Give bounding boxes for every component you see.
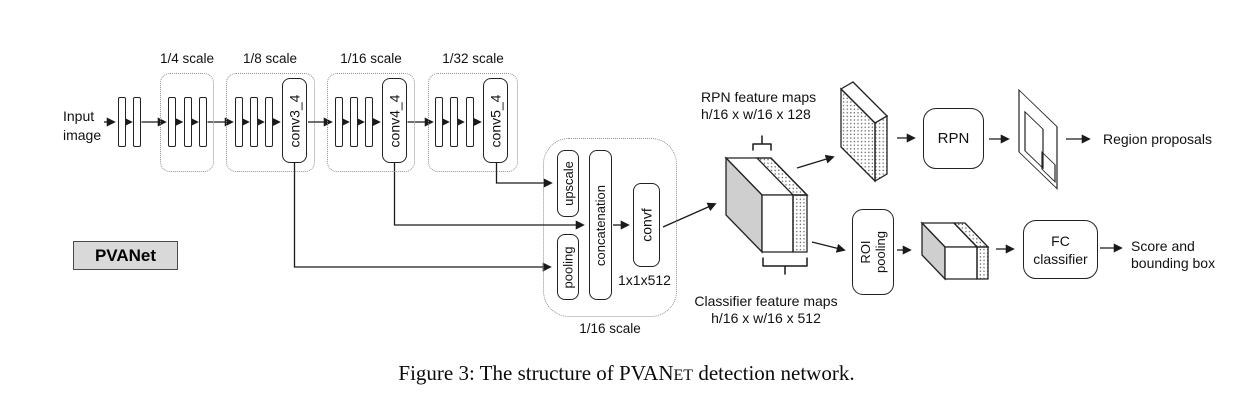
pooling-box: pooling xyxy=(557,234,579,300)
combine-box xyxy=(543,138,677,317)
classifier-feature-cube xyxy=(724,156,809,254)
rpn-maps-line2: h/16 x w/16 x 128 xyxy=(701,106,811,122)
conv-layer-bar xyxy=(184,97,192,147)
convf-box: convf xyxy=(633,183,660,267)
conv-layer-bar xyxy=(118,97,126,147)
conv-layer-bar xyxy=(435,97,443,147)
roi-feature-cube xyxy=(920,221,990,281)
rpn-maps-line1: RPN feature maps xyxy=(701,89,817,105)
upscale-label: upscale xyxy=(560,161,576,206)
rpn-feature-slab xyxy=(839,81,889,183)
concatenation-box: concatenation xyxy=(589,150,612,300)
scale-label-sixteenth: 1/16 scale xyxy=(340,51,402,66)
region-proposals-label: Region proposals xyxy=(1103,131,1212,147)
conv-layer-bar xyxy=(466,97,474,147)
conv-layer-bar xyxy=(365,97,373,147)
rpn-feature-maps-label: RPN feature maps h/16 x w/16 x 128 xyxy=(701,89,816,123)
conv4-4-label: conv4_4 xyxy=(386,94,403,147)
convf-label: convf xyxy=(638,208,655,242)
rpn-box: RPN xyxy=(923,108,984,169)
rpn-label: RPN xyxy=(937,130,970,147)
fc-classifier-label: FC classifier xyxy=(1033,232,1087,268)
scale-label-eighth: 1/8 scale xyxy=(242,51,298,66)
caption-name-caps: PVAN xyxy=(619,361,674,385)
score-line2: bounding box xyxy=(1131,254,1216,271)
convf-size-label: 1x1x512 xyxy=(618,272,671,288)
conv-layer-bar xyxy=(350,97,358,147)
conv-layer-bar xyxy=(265,97,273,147)
caption-suffix: detection network. xyxy=(693,361,855,385)
input-image-label: Input image xyxy=(63,107,101,145)
score-output-label: Score and bounding box xyxy=(1131,238,1215,271)
conv-layer-bar xyxy=(450,97,458,147)
scale-box-quarter xyxy=(160,73,214,172)
conv-layer-bar xyxy=(250,97,258,147)
pvanet-badge: PVANet xyxy=(73,241,178,270)
fc-label-line2: classifier xyxy=(1033,250,1088,267)
caption-prefix: Figure 3: The structure of xyxy=(398,361,620,385)
roi-pooling-label: ROI pooling xyxy=(858,231,888,273)
conv3-4-label: conv3_4 xyxy=(286,94,303,147)
scale-box-sixteenth xyxy=(327,73,415,172)
cube-branch-arrows xyxy=(796,154,846,253)
fc-label-line1: FC xyxy=(1051,232,1070,249)
score-line1: Score and xyxy=(1131,238,1195,254)
fc-classifier-box: FC classifier xyxy=(1023,220,1098,279)
branch-arrows xyxy=(897,133,1123,255)
conv5-4-label: conv5_4 xyxy=(487,94,504,147)
cls-maps-line2: h/16 x w/16 x 512 xyxy=(711,310,821,326)
classifier-feature-maps-label: Classifier feature maps h/16 x w/16 x 51… xyxy=(690,293,842,327)
figure-caption: Figure 3: The structure of PVANET detect… xyxy=(0,361,1253,386)
conv5-4-box: conv5_4 xyxy=(483,78,508,163)
conv-layer-bar xyxy=(335,97,343,147)
conv-layer-bar xyxy=(133,97,141,147)
conv-layer-bar xyxy=(199,97,207,147)
scale-box-thirtysecond xyxy=(428,73,518,172)
concatenation-label: concatenation xyxy=(593,184,609,266)
input-label-line1: Input xyxy=(63,108,95,124)
conv-output-connectors xyxy=(293,163,717,272)
roi-label-line1: ROI xyxy=(858,240,873,264)
scale-box-eighth xyxy=(226,73,315,172)
upscale-box: upscale xyxy=(557,150,579,217)
pooling-label: pooling xyxy=(560,246,576,288)
combine-scale-label: 1/16 scale xyxy=(579,321,641,336)
conv-layer-bar xyxy=(168,97,176,147)
scale-label-quarter: 1/4 scale xyxy=(159,51,215,66)
caption-name-smallcaps: ET xyxy=(673,367,694,384)
conv-layer-bar xyxy=(235,97,243,147)
cls-maps-line1: Classifier feature maps xyxy=(694,293,838,309)
channel-braces xyxy=(752,135,808,275)
input-label-line2: image xyxy=(63,127,102,143)
scale-label-thirtysecond: 1/32 scale xyxy=(442,51,504,66)
conv4-4-box: conv4_4 xyxy=(382,78,407,163)
roi-pooling-box: ROI pooling xyxy=(852,209,894,295)
proposals-plane xyxy=(1018,88,1058,190)
roi-label-line2: pooling xyxy=(873,231,888,273)
conv3-4-box: conv3_4 xyxy=(282,78,307,163)
